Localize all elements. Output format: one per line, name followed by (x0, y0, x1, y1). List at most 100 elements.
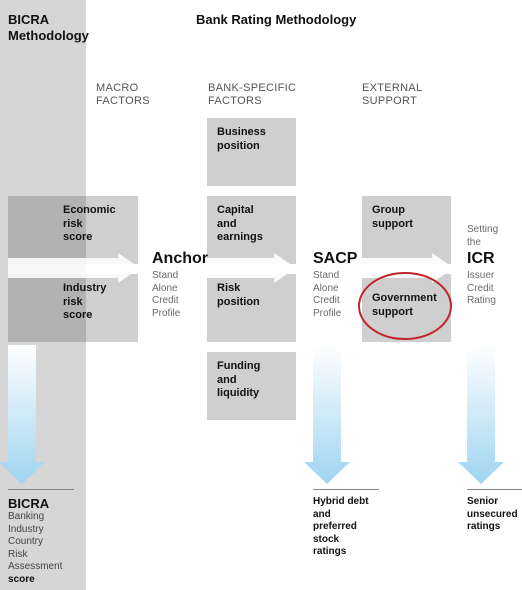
sacp-footer-rule (313, 489, 379, 490)
icr-pre-line2: the (467, 236, 481, 248)
bicra-footer: BICRA Banking Industry Country Risk Asse… (8, 496, 84, 586)
business-position-box: Business position (207, 118, 296, 186)
economic-risk-overlap (8, 196, 86, 264)
sacp-footer-line3: preferred (313, 521, 357, 532)
icr-line2: Credit (467, 282, 494, 294)
risk-position-label: Risk position (217, 282, 260, 309)
icr-footer-line1: Senior (467, 496, 499, 507)
external-header-line2: SUPPORT (362, 95, 418, 107)
bicra-footer-description: Banking Industry Country Risk Assessment (8, 511, 84, 574)
diagram-title: Bank Rating Methodology (196, 12, 357, 27)
icr-line3: Rating (467, 295, 496, 306)
anchor-label: Anchor (152, 250, 208, 267)
icr-line1: Issuer (467, 270, 495, 281)
bicra-footer-line2: Industry (8, 523, 44, 535)
group-support-line1: Group (372, 204, 405, 216)
funding-liquidity-line1: Funding (217, 360, 261, 372)
bank-header-line2: FACTORS (208, 95, 262, 107)
sacp-line4: Profile (313, 307, 342, 319)
sacp-footer-line2: and (313, 508, 331, 520)
bicra-footer-line1: Banking (8, 511, 45, 522)
capital-earnings-box: Capital and earnings (207, 196, 296, 264)
icr-footer-line2: unsecured (467, 508, 518, 520)
icr-pre: Setting the (467, 224, 498, 249)
bicra-footer-rule (8, 489, 74, 490)
icr-footer: Senior unsecured ratings (467, 496, 518, 534)
capital-earnings-label: Capital and earnings (217, 204, 263, 245)
bank-header-line1: BANK-SPECIFIC (208, 82, 297, 94)
funding-liquidity-label: Funding and liquidity (217, 360, 260, 401)
bicra-footer-line4: Risk (8, 548, 28, 560)
economic-risk-line2: risk (63, 217, 83, 230)
sacp-block: SACP Stand Alone Credit Profile (313, 250, 357, 320)
macro-factors-header: MACRO FACTORS (96, 82, 150, 108)
group-support-line2: support (372, 217, 413, 230)
funding-liquidity-line2: and (217, 373, 237, 386)
icr-footer-line3: ratings (467, 521, 501, 532)
bank-specific-factors-header: BANK-SPECIFIC FACTORS (208, 82, 296, 108)
government-support-line2: support (372, 305, 413, 318)
industry-risk-box: Industry risk score (8, 274, 138, 342)
icr-block: Setting the ICR Issuer Credit Rating (467, 224, 498, 308)
economic-risk-line3: score (63, 231, 93, 243)
sacp-line2: Alone (313, 282, 339, 294)
bicra-header-line2: Methodology (8, 28, 89, 43)
risk-position-box: Risk position (207, 274, 296, 342)
bicra-footer-title: BICRA (8, 496, 50, 511)
bicra-down-arrow (0, 345, 45, 484)
sacp-line1: Stand (313, 270, 340, 281)
government-support-line1: Government (372, 292, 437, 304)
icr-label: ICR (467, 250, 495, 267)
risk-position-line2: position (217, 295, 260, 308)
government-support-label: Government support (372, 292, 437, 319)
industry-risk-line3: score (63, 309, 93, 321)
anchor-description: Stand Alone Credit Profile (152, 270, 208, 320)
industry-risk-label: Industry risk score (63, 282, 106, 323)
sacp-footer-line1: Hybrid debt (313, 496, 369, 507)
bicra-header-line1: BICRA (8, 12, 50, 27)
sacp-footer-line4: stock (313, 533, 340, 545)
economic-risk-label: Economic risk score (63, 204, 116, 245)
anchor-block: Anchor Stand Alone Credit Profile (152, 250, 208, 320)
anchor-line4: Profile (152, 307, 181, 319)
group-support-label: Group support (372, 204, 413, 231)
anchor-line3: Credit (152, 295, 179, 306)
business-position-label: Business position (217, 126, 266, 153)
macro-to-anchor-arrow (8, 253, 140, 283)
economic-risk-line1: Economic (63, 204, 116, 216)
sacp-line3: Credit (313, 295, 340, 306)
external-header-line1: EXTERNAL (362, 82, 423, 94)
highlight-circle (358, 272, 452, 340)
external-support-header: EXTERNAL SUPPORT (362, 82, 422, 108)
capital-earnings-line1: Capital (217, 204, 254, 216)
sacp-down-arrow (304, 345, 350, 484)
bicra-footer-line3: Country (8, 536, 44, 547)
sacp-label: SACP (313, 250, 358, 267)
sacp-footer: Hybrid debt and preferred stock ratings (313, 496, 369, 559)
economic-risk-box: Economic risk score (8, 196, 138, 264)
industry-risk-line2: risk (63, 295, 83, 308)
sacp-description: Stand Alone Credit Profile (313, 270, 357, 320)
icr-description: Issuer Credit Rating (467, 270, 498, 308)
industry-risk-line1: Industry (63, 282, 107, 294)
business-position-line2: position (217, 139, 260, 152)
anchor-line1: Stand (152, 270, 179, 281)
funding-liquidity-line3: liquidity (217, 387, 260, 399)
risk-position-line1: Risk (217, 282, 241, 294)
anchor-line2: Alone (152, 282, 178, 294)
capital-earnings-line3: earnings (217, 231, 263, 243)
macro-header-line2: FACTORS (96, 95, 150, 107)
bank-to-sacp-arrow (207, 253, 296, 283)
bicra-header: BICRA Methodology (8, 12, 89, 44)
bicra-footer-score: score (8, 573, 35, 585)
industry-risk-overlap (8, 274, 86, 342)
macro-header-line1: MACRO (96, 82, 139, 94)
icr-pre-line1: Setting (467, 224, 499, 235)
sacp-footer-line5: ratings (313, 546, 347, 557)
capital-earnings-line2: and (217, 217, 237, 230)
funding-liquidity-box: Funding and liquidity (207, 352, 296, 420)
icr-footer-rule (467, 489, 522, 490)
group-support-box: Group support (362, 196, 451, 264)
